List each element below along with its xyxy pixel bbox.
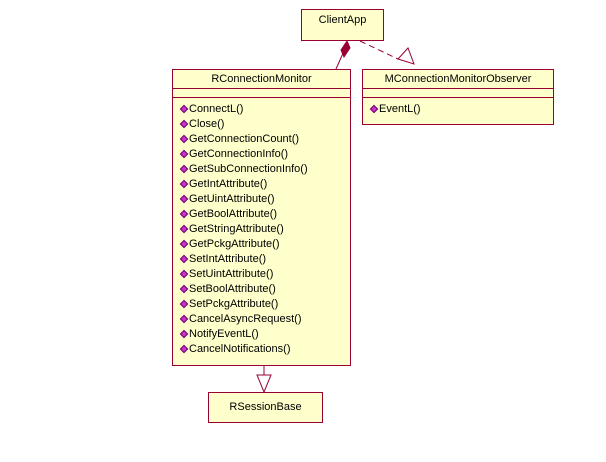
class-name: RSessionBase: [229, 401, 302, 413]
realization-arrow-icon: [397, 47, 415, 65]
class-name: RConnectionMonitor: [173, 70, 350, 89]
operation-item[interactable]: GetStringAttribute(): [179, 222, 350, 237]
generalization-arrow-icon: [256, 374, 272, 394]
operation-label: GetUintAttribute(): [189, 193, 275, 205]
class-rsession-base[interactable]: RSessionBase: [208, 392, 323, 423]
operation-label: NotifyEventL(): [189, 328, 259, 340]
class-rconnection-monitor[interactable]: RConnectionMonitor ConnectL() Close() GetC…: [172, 69, 351, 366]
public-operation-icon: [179, 344, 189, 354]
operation-item[interactable]: GetConnectionInfo(): [179, 147, 350, 162]
public-operation-icon: [179, 194, 189, 204]
operation-label: GetSubConnectionInfo(): [189, 163, 308, 175]
operation-label: GetIntAttribute(): [189, 178, 268, 190]
operation-item[interactable]: GetSubConnectionInfo(): [179, 162, 350, 177]
operation-item[interactable]: SetBoolAttribute(): [179, 282, 350, 297]
public-operation-icon: [179, 254, 189, 264]
operations-compartment: EventL(): [363, 98, 553, 117]
operation-label: GetStringAttribute(): [189, 223, 284, 235]
public-operation-icon: [179, 119, 189, 129]
class-name: ClientApp: [318, 14, 367, 26]
operation-item[interactable]: GetPckgAttribute(): [179, 237, 350, 252]
operation-item[interactable]: GetConnectionCount(): [179, 132, 350, 147]
class-name: MConnectionMonitorObserver: [363, 70, 553, 89]
public-operation-icon: [179, 314, 189, 324]
operation-label: GetConnectionCount(): [189, 133, 300, 145]
operation-label: SetPckgAttribute(): [189, 298, 279, 310]
public-operation-icon: [179, 224, 189, 234]
operation-item[interactable]: Close(): [179, 117, 350, 132]
operations-compartment: ConnectL() Close() GetConnectionCount() Get…: [173, 98, 350, 357]
public-operation-icon: [179, 209, 189, 219]
public-operation-icon: [179, 239, 189, 249]
class-mconnection-monitor-observer[interactable]: MConnectionMonitorObserver EventL(): [362, 69, 554, 125]
operation-label: GetPckgAttribute(): [189, 238, 280, 250]
operation-label: GetBoolAttribute(): [189, 208, 278, 220]
operation-label: ConnectL(): [189, 103, 244, 115]
class-client-app[interactable]: ClientApp: [301, 9, 384, 41]
operation-label: Close(): [189, 118, 225, 130]
operation-item[interactable]: EventL(): [369, 102, 553, 117]
public-operation-icon: [179, 179, 189, 189]
public-operation-icon: [179, 299, 189, 309]
operation-label: SetIntAttribute(): [189, 253, 267, 265]
operation-item[interactable]: SetIntAttribute(): [179, 252, 350, 267]
public-operation-icon: [369, 104, 379, 114]
operation-item[interactable]: SetPckgAttribute(): [179, 297, 350, 312]
operation-item[interactable]: GetBoolAttribute(): [179, 207, 350, 222]
operation-label: EventL(): [379, 103, 421, 115]
operation-item[interactable]: CancelAsyncRequest(): [179, 312, 350, 327]
operation-item[interactable]: SetUintAttribute(): [179, 267, 350, 282]
operation-label: CancelAsyncRequest(): [189, 313, 302, 325]
operation-item[interactable]: NotifyEventL(): [179, 327, 350, 342]
operation-item[interactable]: GetUintAttribute(): [179, 192, 350, 207]
operation-item[interactable]: CancelNotifications(): [179, 342, 350, 357]
realization-line: [359, 40, 399, 60]
public-operation-icon: [179, 149, 189, 159]
public-operation-icon: [179, 329, 189, 339]
public-operation-icon: [179, 104, 189, 114]
composition-diamond-icon: [340, 39, 351, 59]
operation-item[interactable]: ConnectL(): [179, 102, 350, 117]
operation-item[interactable]: GetIntAttribute(): [179, 177, 350, 192]
attributes-compartment: [173, 89, 350, 98]
public-operation-icon: [179, 164, 189, 174]
public-operation-icon: [179, 134, 189, 144]
attributes-compartment: [363, 89, 553, 98]
public-operation-icon: [179, 269, 189, 279]
operation-label: SetUintAttribute(): [189, 268, 274, 280]
public-operation-icon: [179, 284, 189, 294]
operation-label: SetBoolAttribute(): [189, 283, 276, 295]
operation-label: CancelNotifications(): [189, 343, 291, 355]
operation-label: GetConnectionInfo(): [189, 148, 289, 160]
